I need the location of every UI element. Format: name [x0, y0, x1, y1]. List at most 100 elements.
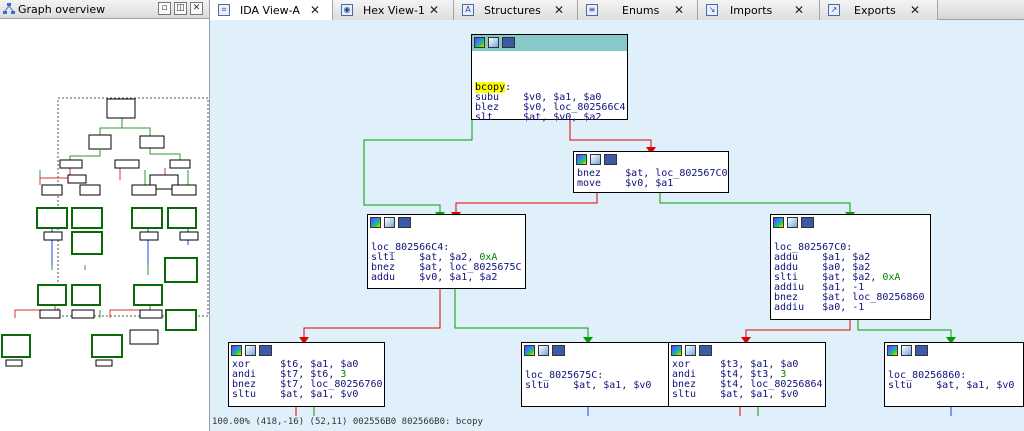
function-label[interactable]: bcopy: [475, 82, 506, 93]
close-icon[interactable]: ✕: [910, 3, 921, 17]
color-icon: [524, 345, 535, 356]
edit-icon: [901, 345, 912, 356]
block-header: [522, 343, 671, 359]
close-icon[interactable]: ✕: [674, 3, 685, 17]
block-label[interactable]: loc_802566C4:: [371, 242, 450, 253]
close-icon[interactable]: ✕: [190, 2, 203, 15]
tab-exports[interactable]: ↗ Exports ✕: [820, 0, 938, 20]
close-icon[interactable]: ✕: [794, 3, 805, 17]
exports-icon: ↗: [828, 4, 840, 16]
instruction[interactable]: addiu $a0, -1: [774, 302, 865, 313]
tab-label: Structures: [484, 4, 541, 17]
arrow-false: [741, 337, 751, 344]
graph-icon: ⌗: [218, 4, 230, 16]
arrow-false: [646, 147, 656, 154]
block-label[interactable]: loc_8025675C:: [525, 370, 604, 381]
graph-icon: [398, 217, 411, 228]
color-icon: [671, 345, 682, 356]
block-label[interactable]: loc_80256860:: [888, 370, 967, 381]
color-icon: [474, 37, 485, 48]
block-header: [771, 215, 930, 231]
edit-icon: [245, 345, 256, 356]
code-block-loc-8025675c[interactable]: loc_8025675C: sltu $at, $a1, $v0: [521, 342, 672, 407]
instruction[interactable]: bnez $at, loc_8025675C: [371, 262, 522, 273]
instruction[interactable]: andi $t7, $t6,: [232, 369, 341, 380]
graph-icon: [502, 37, 515, 48]
instruction[interactable]: addu $a0, $a2: [774, 262, 871, 273]
instruction[interactable]: bnez $at, loc_80256860: [774, 292, 925, 303]
immediate-value: 0xA: [479, 252, 498, 263]
block-label[interactable]: loc_802567C0:: [774, 242, 853, 253]
edge-true: [363, 120, 473, 213]
color-icon: [887, 345, 898, 356]
tab-label: Hex View-1: [363, 4, 425, 17]
imports-icon: ↘: [706, 4, 718, 16]
graph-overview-minimap[interactable]: [0, 20, 209, 431]
code-block[interactable]: xor $t6, $a1, $a0 andi $t7, $t6, 3 bnez …: [228, 342, 385, 407]
float-button[interactable]: ◫: [174, 2, 187, 15]
instruction[interactable]: sltu $at, $a1, $v0: [525, 380, 652, 391]
edge-false: [745, 320, 851, 338]
graph-icon: [915, 345, 928, 356]
graph-status-bar: 100.00% (418,-16) (52,11) 002556B0 80256…: [210, 416, 1024, 431]
ida-graph-view[interactable]: bcopy: subu $v0, $a1, $a0 blez $v0, loc_…: [210, 20, 1024, 416]
instruction[interactable]: blez $v0, loc_802566C4: [475, 102, 626, 113]
arrow-true: [946, 337, 956, 344]
graph-overview-title: Graph overview: [18, 3, 106, 16]
code-block-loc-80256860[interactable]: loc_80256860: sltu $at, $a1, $v0: [884, 342, 1024, 407]
instruction[interactable]: slti $at, $a2,: [371, 252, 480, 263]
code-block[interactable]: bnez $at, loc_802567C0 move $v0, $a1: [573, 151, 729, 193]
close-icon[interactable]: ✕: [310, 3, 321, 17]
instruction[interactable]: sltu $at, $a1, $v0: [672, 389, 799, 400]
close-icon[interactable]: ✕: [429, 3, 440, 17]
edit-icon: [787, 217, 798, 228]
edit-icon: [488, 37, 499, 48]
block-header: [472, 35, 627, 51]
graph-icon: [801, 217, 814, 228]
graph-overview-titlebar: Graph overview ▫ ◫ ✕: [0, 0, 209, 19]
instruction[interactable]: addu $a1, $a2: [774, 252, 871, 263]
graph-icon: [259, 345, 272, 356]
edit-icon: [685, 345, 696, 356]
status-text: 100.00% (418,-16) (52,11) 002556B0 80256…: [212, 417, 483, 427]
instruction[interactable]: bnez $t7, loc_80256760: [232, 379, 383, 390]
graph-icon: [699, 345, 712, 356]
tab-hex-view-1[interactable]: ◉ Hex View-1 ✕: [333, 0, 454, 20]
instruction[interactable]: addiu $a1, -1: [774, 282, 865, 293]
edge-false: [303, 288, 441, 338]
tab-enums[interactable]: ≡ Enums ✕: [578, 0, 698, 20]
instruction[interactable]: move $v0, $a1: [577, 178, 674, 189]
graph-icon: [3, 3, 15, 14]
code-block-loc-802566c4[interactable]: loc_802566C4: slti $at, $a2, 0xA bnez $a…: [367, 214, 526, 289]
edge-false: [455, 192, 598, 213]
edge-true: [454, 288, 589, 338]
instruction[interactable]: addu $v0, $a1, $a2: [371, 272, 498, 283]
arrow-true: [583, 337, 593, 344]
instruction[interactable]: subu $v0, $a1, $a0: [475, 92, 602, 103]
instruction[interactable]: xor $t3, $a1, $a0: [672, 359, 799, 370]
close-icon[interactable]: ✕: [554, 3, 565, 17]
code-block[interactable]: xor $t3, $a1, $a0 andi $t4, $t3, 3 bnez …: [668, 342, 826, 407]
instruction[interactable]: andi $t4, $t3,: [672, 369, 781, 380]
code-block-loc-802567c0[interactable]: loc_802567C0: addu $a1, $a2 addu $a0, $a…: [770, 214, 931, 320]
tab-imports[interactable]: ↘ Imports ✕: [698, 0, 820, 20]
tab-ida-view-a[interactable]: ⌗ IDA View-A ✕: [210, 0, 333, 21]
code-block-bcopy[interactable]: bcopy: subu $v0, $a1, $a0 blez $v0, loc_…: [471, 34, 628, 123]
structures-icon: A: [462, 4, 474, 16]
instruction[interactable]: sltu $at, $a1, $v0: [888, 380, 1015, 391]
tab-structures[interactable]: A Structures ✕: [454, 0, 578, 20]
instruction[interactable]: sltu $at, $a1, $v0: [232, 389, 359, 400]
instruction[interactable]: slti $at, $a2,: [774, 272, 883, 283]
color-icon: [773, 217, 784, 228]
minimize-button[interactable]: ▫: [158, 2, 171, 15]
block-header: [669, 343, 825, 359]
instruction[interactable]: bnez $at, loc_802567C0: [577, 168, 728, 179]
edit-icon: [384, 217, 395, 228]
edge-false: [569, 120, 652, 148]
graph-icon: [552, 345, 565, 356]
instruction[interactable]: xor $t6, $a1, $a0: [232, 359, 359, 370]
tab-label: Imports: [730, 4, 773, 17]
instruction[interactable]: bnez $t4, loc_80256864: [672, 379, 823, 390]
instruction[interactable]: slt $at, $v0, $a2: [475, 112, 602, 123]
immediate-value: 3: [780, 369, 787, 380]
